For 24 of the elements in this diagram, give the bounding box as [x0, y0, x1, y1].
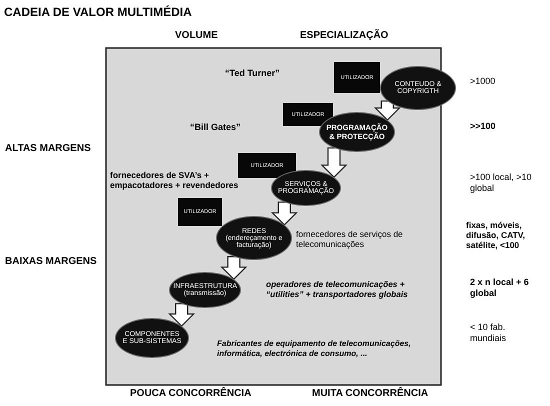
annotation-text: fixas, móveis, difusão, CATV, satélite, <100 — [466, 220, 526, 251]
annotation-text: “Bill Gates” — [190, 122, 241, 133]
axis-label: ESPECIALIZAÇÃO — [300, 30, 388, 42]
annotation-text: 2 x n local + 6 global — [470, 277, 530, 299]
annotation-text: Fabricantes de equipamento de telecomunicações, informática, electrónica de consumo, ... — [217, 339, 412, 358]
axis-label: MUITA CONCORRÊNCIA — [312, 388, 428, 400]
title: CADEIA DE VALOR MULTIMÉDIA — [4, 5, 192, 19]
block-arrow — [270, 202, 298, 226]
block-arrow — [220, 256, 248, 280]
axis-label: BAIXAS MARGENS — [5, 256, 97, 268]
block-arrow — [320, 147, 348, 178]
annotation-text: fornecedores de serviços de telecomunicações — [296, 229, 404, 250]
annotation-text: >1000 — [470, 76, 496, 87]
block-arrow — [374, 100, 401, 121]
axis-label: ALTAS MARGENS — [5, 143, 91, 155]
axis-label: VOLUME — [175, 30, 218, 42]
annotation-text: fornecedores de SVA’s + empacotadores + revendedores — [110, 170, 240, 190]
block-arrow — [168, 303, 196, 327]
annotation-text: >>100 — [470, 121, 496, 132]
axis-label: POUCA CONCORRÊNCIA — [130, 388, 252, 400]
annotation-text: “Ted Turner” — [225, 68, 280, 79]
annotation-text: < 10 fab. mundiais — [470, 322, 508, 344]
annotation-text: >100 local, >10 global — [470, 172, 533, 194]
annotation-text: operadores de telecomunicações + “utilities” + transportadores globais — [266, 280, 409, 300]
